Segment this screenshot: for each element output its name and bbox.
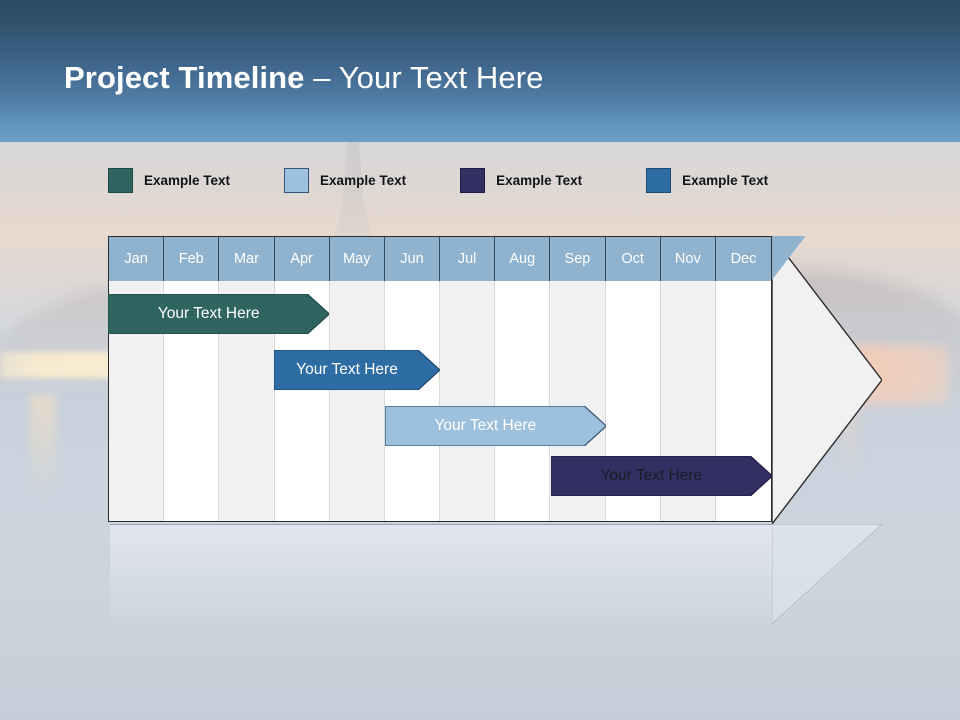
column-stripe-aug xyxy=(495,237,551,521)
month-cell-feb[interactable]: Feb xyxy=(164,237,220,281)
timeline-arrow-tip xyxy=(772,236,882,524)
title-banner: Project Timeline – Your Text Here xyxy=(0,0,960,142)
column-stripe-jan xyxy=(109,237,165,521)
legend-item-3[interactable]: Example Text xyxy=(460,168,582,193)
page-title-bold: Project Timeline xyxy=(64,60,305,95)
chart-reflection-tip xyxy=(771,523,884,626)
month-cell-may[interactable]: May xyxy=(329,237,385,281)
task-bar-shape-4 xyxy=(550,456,772,496)
legend-swatch-2 xyxy=(284,168,310,193)
task-bar-3[interactable]: Your Text Here xyxy=(384,406,606,446)
month-cell-jul[interactable]: Jul xyxy=(440,237,496,281)
task-bar-shape-3 xyxy=(384,406,606,446)
legend-swatch-1 xyxy=(108,168,133,193)
page-title: Project Timeline – Your Text Here xyxy=(64,60,543,96)
legend-label-3: Example Text xyxy=(496,173,583,188)
task-bar-4[interactable]: Your Text Here xyxy=(550,456,772,496)
page-title-rest: – Your Text Here xyxy=(304,60,544,95)
legend-label-2: Example Text xyxy=(320,173,407,188)
month-cell-jun[interactable]: Jun xyxy=(384,237,441,281)
chart-reflection xyxy=(110,524,882,628)
legend-label-1: Example Text xyxy=(144,173,231,188)
column-stripe-feb xyxy=(164,237,220,521)
month-cell-aug[interactable]: Aug xyxy=(495,237,551,281)
task-bar-2[interactable]: Your Text Here xyxy=(274,350,440,390)
task-bar-shape-2 xyxy=(274,350,440,390)
column-stripe-jul xyxy=(440,237,496,521)
column-stripe-jun xyxy=(385,237,441,521)
legend-item-2[interactable]: Example Text xyxy=(284,168,406,193)
legend-swatch-4 xyxy=(646,168,672,193)
month-cell-jan[interactable]: Jan xyxy=(109,237,165,281)
timeline-arrow-tip-shape xyxy=(772,236,882,524)
month-cell-sep[interactable]: Sep xyxy=(550,237,606,281)
month-cell-apr[interactable]: Apr xyxy=(274,237,330,281)
legend: Example Text Example Text Example Text Exam… xyxy=(108,168,768,193)
month-cell-mar[interactable]: Mar xyxy=(219,237,275,281)
column-stripe-mar xyxy=(219,237,275,521)
legend-label-4: Example Text xyxy=(682,173,769,188)
month-cell-nov[interactable]: Nov xyxy=(660,237,716,281)
reflection-tip-shape xyxy=(771,523,884,626)
legend-item-1[interactable]: Example Text xyxy=(108,168,230,193)
month-cell-dec[interactable]: Dec xyxy=(715,237,772,281)
task-bar-shape-1 xyxy=(108,294,330,334)
legend-swatch-3 xyxy=(460,168,486,193)
legend-item-4[interactable]: Example Text xyxy=(646,168,768,193)
column-stripe-oct xyxy=(606,237,661,521)
month-cell-oct[interactable]: Oct xyxy=(605,237,661,281)
task-bar-1[interactable]: Your Text Here xyxy=(108,294,330,334)
